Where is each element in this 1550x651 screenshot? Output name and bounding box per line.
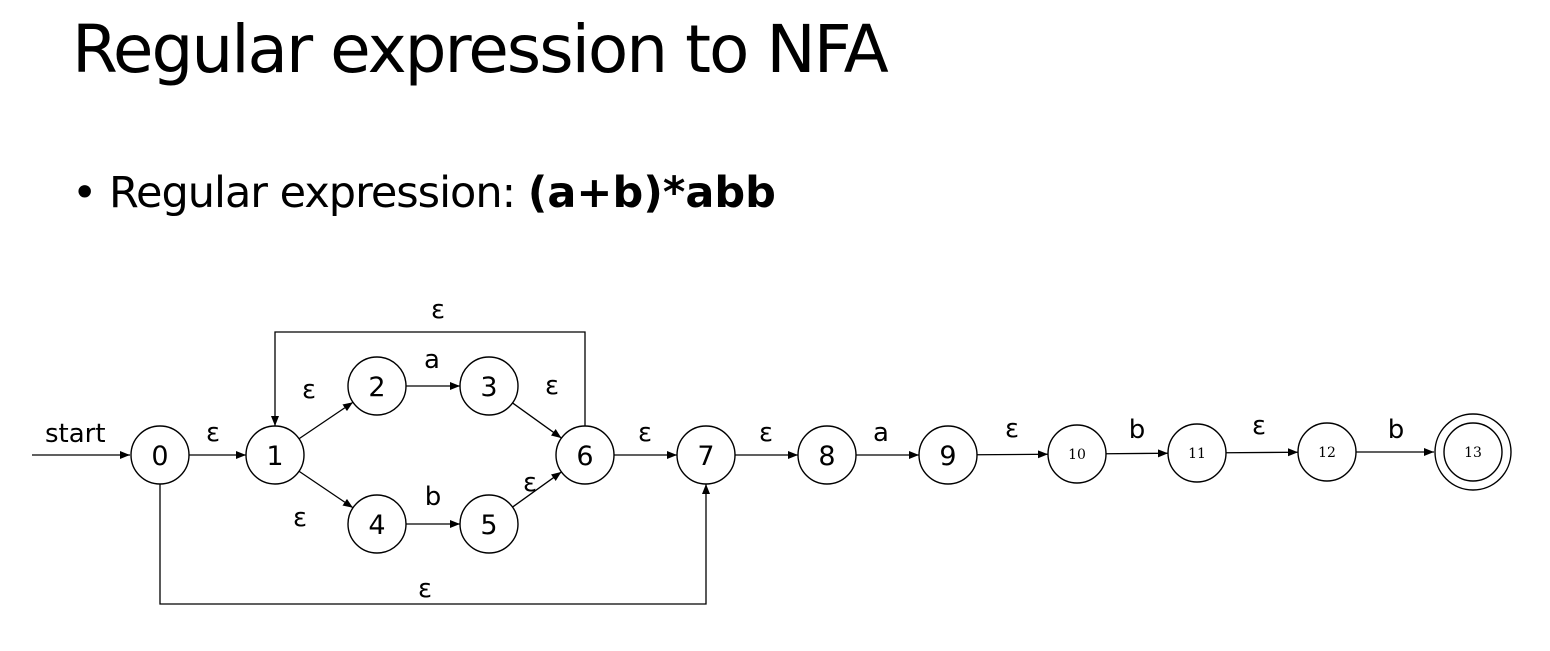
state-circle — [555, 425, 615, 485]
state-label-6: 6 — [576, 441, 593, 472]
state-7: 7 — [676, 425, 736, 485]
state-circle — [347, 356, 407, 416]
state-circle — [1297, 422, 1357, 482]
state-0: 0 — [130, 425, 190, 485]
transition-label-7-8: ε — [759, 418, 773, 448]
bullet-marker: • — [72, 168, 97, 218]
state-circle — [130, 425, 190, 485]
state-11: 11 — [1167, 423, 1227, 483]
state-circle — [797, 425, 857, 485]
transition-11-12 — [1225, 448, 1299, 457]
bullet-item: • Regular expression: (a+b)*abb — [72, 168, 776, 220]
transition-3-6 — [512, 402, 562, 439]
state-label-10: 10 — [1068, 447, 1086, 463]
transition-0-7 — [159, 484, 710, 605]
state-label-0: 0 — [151, 441, 168, 472]
state-5: 5 — [459, 494, 519, 554]
transition-10-11 — [1105, 449, 1169, 458]
state-circle — [676, 425, 736, 485]
state-9: 9 — [918, 425, 978, 485]
state-circle — [1443, 422, 1503, 482]
transition-label-4-5: b — [425, 482, 442, 512]
transition-label-5-6: ε — [523, 468, 537, 498]
state-8: 8 — [797, 425, 857, 485]
state-label-4: 4 — [368, 510, 385, 541]
transition-6-1 — [271, 331, 586, 426]
transition-label-9-10: ε — [1005, 414, 1019, 444]
transition-label-6-7: ε — [638, 418, 652, 448]
state-4: 4 — [347, 494, 407, 554]
transition-label-8-9: a — [873, 418, 889, 448]
transition-9-10 — [976, 450, 1049, 459]
transition-label-12-13: b — [1388, 415, 1405, 445]
page-title: Regular expression to NFA — [72, 11, 889, 88]
transition-1-2 — [298, 401, 354, 440]
state-10: 10 — [1047, 424, 1107, 484]
transition-5-6 — [512, 471, 562, 508]
state-3: 3 — [459, 356, 519, 416]
state-circle — [1047, 424, 1107, 484]
transition-label-11-12: ε — [1252, 411, 1266, 441]
state-label-3: 3 — [480, 372, 497, 403]
state-12: 12 — [1297, 422, 1357, 482]
state-13: 13 — [1434, 413, 1512, 491]
transition-label-1-2: ε — [302, 375, 316, 405]
state-circle — [1167, 423, 1227, 483]
transition-1-4 — [298, 470, 354, 509]
state-label-12: 12 — [1318, 445, 1336, 461]
transition-label-10-11: b — [1129, 415, 1146, 445]
state-label-2: 2 — [368, 372, 385, 403]
state-label-1: 1 — [266, 441, 283, 472]
state-circle — [459, 494, 519, 554]
state-label-9: 9 — [939, 441, 956, 472]
bullet-prefix: Regular expression: — [109, 168, 528, 218]
state-1: 1 — [245, 425, 305, 485]
state-label-7: 7 — [697, 441, 714, 472]
state-label-13: 13 — [1464, 445, 1482, 461]
state-circle — [459, 356, 519, 416]
state-label-5: 5 — [480, 510, 497, 541]
start-label: start — [45, 419, 106, 449]
state-label-8: 8 — [818, 441, 835, 472]
state-circle — [347, 494, 407, 554]
state-circle — [245, 425, 305, 485]
transition-label-0-1: ε — [206, 418, 220, 448]
transition-label-0-7: ε — [418, 574, 432, 604]
transition-label-2-3: a — [424, 345, 440, 375]
state-label-11: 11 — [1188, 446, 1206, 462]
transition-label-6-1: ε — [431, 295, 445, 325]
transition-label-3-6: ε — [545, 371, 559, 401]
regex-text: (a+b)*abb — [527, 168, 776, 218]
state-2: 2 — [347, 356, 407, 416]
state-6: 6 — [555, 425, 615, 485]
state-circle — [918, 425, 978, 485]
transition-label-1-4: ε — [293, 503, 307, 533]
